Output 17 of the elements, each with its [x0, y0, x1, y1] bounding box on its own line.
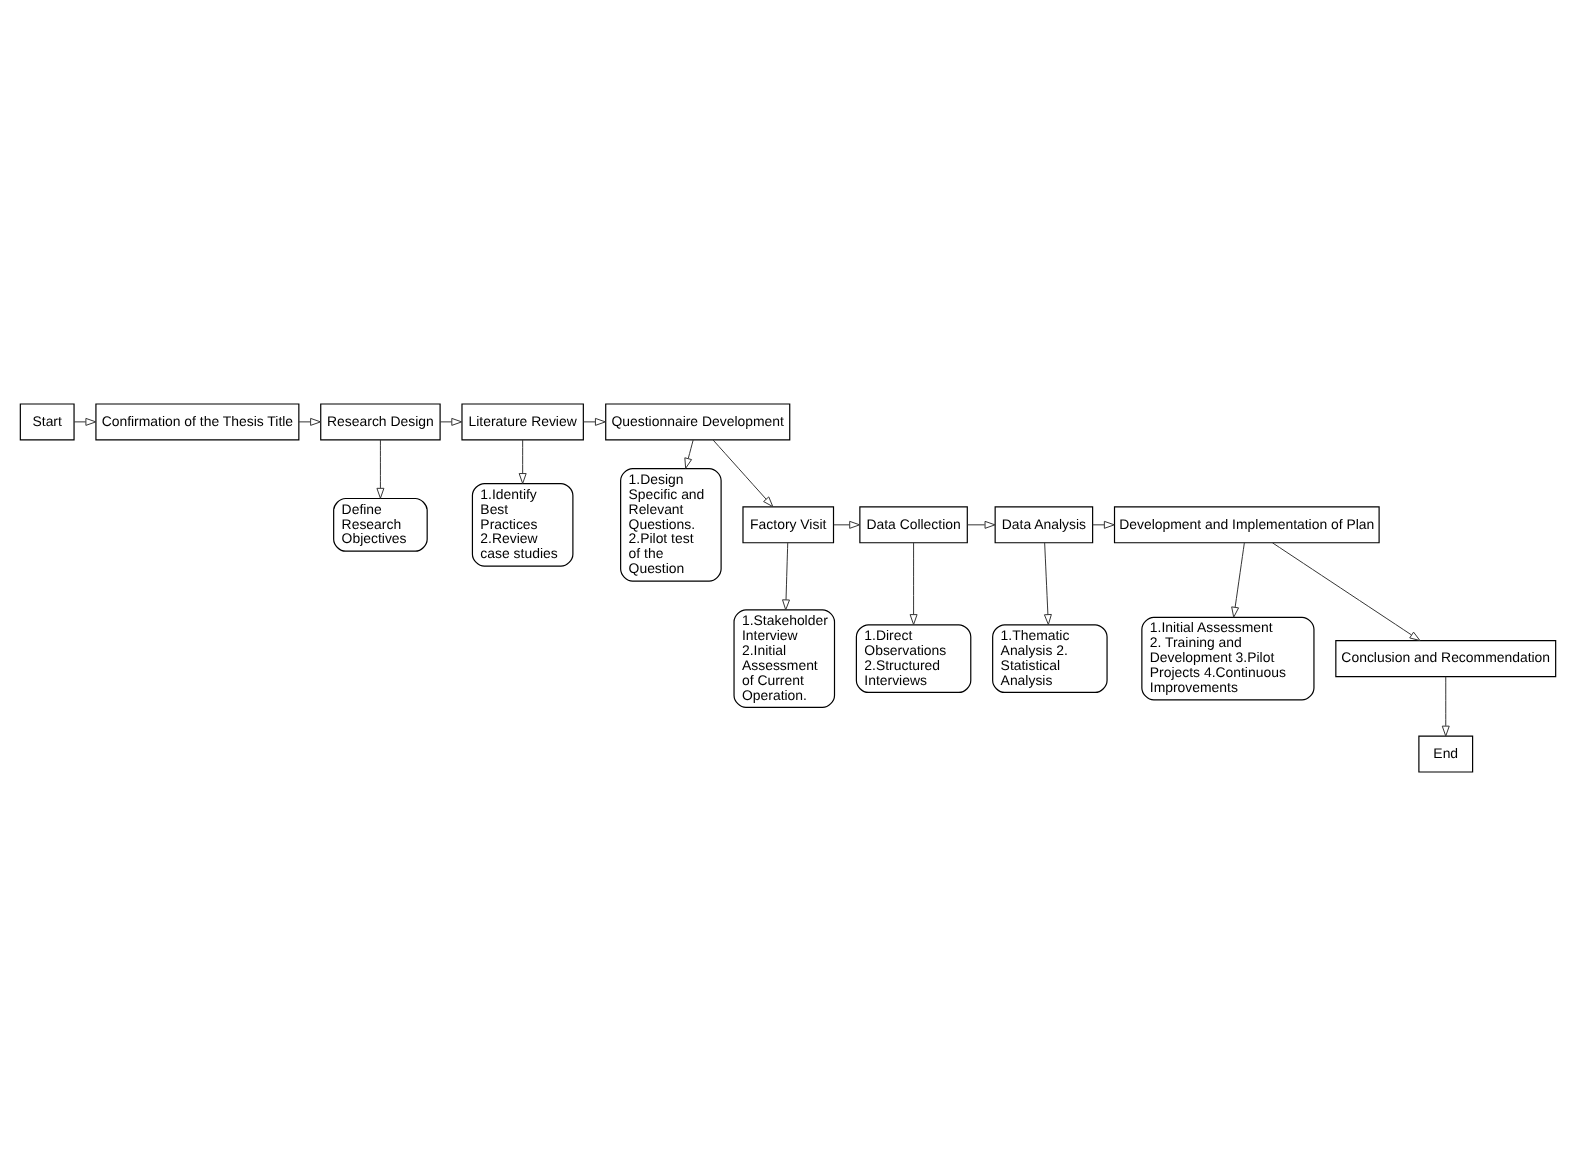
arrow [782, 542, 790, 611]
arrow [73, 417, 97, 426]
arrow [1092, 520, 1115, 529]
arrow [833, 520, 861, 529]
arrow [298, 417, 322, 426]
arrow [1271, 542, 1421, 641]
arrow [1441, 676, 1450, 737]
arrow [518, 439, 527, 484]
arrow [376, 439, 385, 499]
arrow [909, 542, 918, 626]
arrow [1043, 542, 1052, 626]
arrow [1231, 542, 1245, 618]
arrow [712, 439, 774, 508]
arrow [583, 417, 606, 426]
arrow [439, 417, 463, 426]
arrow [684, 439, 694, 469]
arrow [967, 520, 996, 529]
